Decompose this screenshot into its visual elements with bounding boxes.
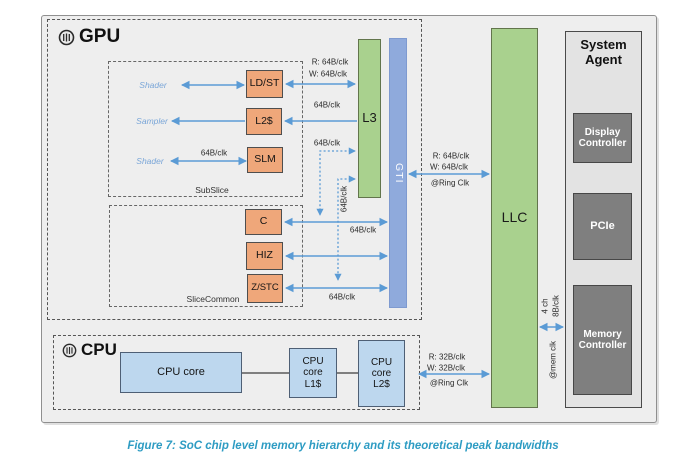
bw-ldst-l3-read: R: 64B/clk bbox=[311, 57, 349, 67]
slicecommon-label: SliceCommon bbox=[186, 294, 240, 304]
bw-cpu-llc-write: W: 32B/clk bbox=[426, 363, 466, 373]
llc-cache: LLC bbox=[491, 28, 538, 408]
cpu-header: CPU bbox=[62, 340, 117, 360]
shader-port-label-2: Shader bbox=[136, 156, 164, 166]
gpu-header: GPU bbox=[58, 26, 120, 48]
bw-dotted1: 64B/clk bbox=[313, 138, 341, 148]
cpu-title: CPU bbox=[81, 340, 117, 359]
bw-gti-llc-read: R: 64B/clk bbox=[432, 151, 470, 161]
sampler-port-label: Sampler bbox=[136, 116, 168, 126]
subslice-label: SubSlice bbox=[195, 185, 229, 195]
cpu-l1-cache-block: CPU core L1$ bbox=[289, 348, 337, 398]
zstc-unit: Z/STC bbox=[247, 274, 283, 303]
pcie-block: PCIe bbox=[573, 193, 632, 260]
bw-gti-llc-write: W: 64B/clk bbox=[429, 162, 469, 172]
hiz-unit: HIZ bbox=[246, 242, 283, 270]
l2-cache-unit: L2$ bbox=[246, 108, 282, 135]
display-controller-block: Display Controller bbox=[573, 113, 632, 163]
bw-mem-channels: 4 ch bbox=[540, 298, 550, 314]
memory-controller-block: Memory Controller bbox=[573, 285, 632, 395]
bw-mem-width: 8B/clk bbox=[551, 295, 561, 317]
system-agent-title: System Agent bbox=[580, 37, 627, 67]
bw-l3-l2: 64B/clk bbox=[313, 100, 341, 110]
gti-label: GTI bbox=[392, 162, 405, 184]
cpu-core-block: CPU core bbox=[120, 352, 242, 393]
bw-c-gti: 64B/clk bbox=[349, 225, 377, 235]
ldst-unit: LD/ST bbox=[246, 70, 283, 98]
cpu-l2-cache-block: CPU core L2$ bbox=[358, 340, 405, 407]
bw-gti-llc-clock: @Ring Clk bbox=[430, 178, 470, 188]
gpu-title: GPU bbox=[79, 26, 121, 47]
bw-ldst-l3-write: W: 64B/clk bbox=[308, 69, 348, 79]
bw-cpu-llc-clock: @Ring Clk bbox=[429, 378, 469, 388]
bw-shader-slm: 64B/clk bbox=[200, 148, 228, 158]
gpu-region bbox=[47, 19, 422, 320]
figure-caption: Figure 7: SoC chip level memory hierarch… bbox=[127, 440, 559, 452]
subslice-region bbox=[108, 61, 303, 197]
color-unit: C bbox=[245, 209, 282, 235]
l3-cache: L3 bbox=[358, 39, 381, 198]
bw-dotted2: 64B/clk bbox=[339, 185, 349, 213]
slm-unit: SLM bbox=[247, 147, 283, 173]
shader-port-label-1: Shader bbox=[139, 80, 167, 90]
bw-mem-clock: @mem clk bbox=[548, 341, 558, 379]
bw-cpu-llc-read: R: 32B/clk bbox=[428, 352, 466, 362]
bw-zstc-gti: 64B/clk bbox=[328, 292, 356, 302]
gti-interface: GTI bbox=[389, 38, 407, 308]
intel-logo-icon bbox=[62, 343, 77, 357]
intel-logo-icon bbox=[58, 29, 75, 45]
